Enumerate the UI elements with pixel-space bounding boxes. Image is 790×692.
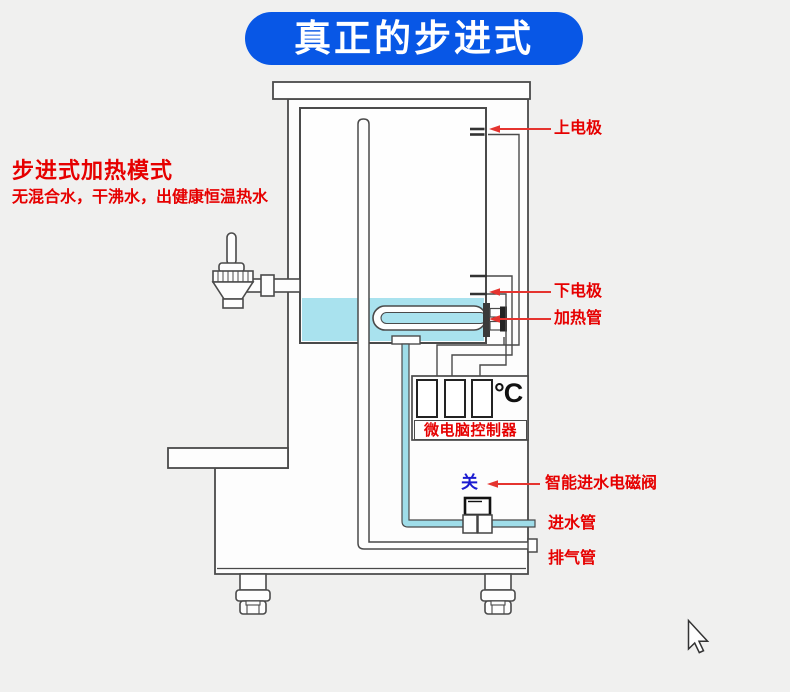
faucet-spout [222, 298, 244, 309]
electrodes [470, 127, 487, 296]
foot-right [480, 573, 516, 615]
label-inlet-pipe: 进水管 [548, 515, 597, 532]
machine-feet [235, 573, 516, 615]
label-lower-electrode: 下电极 [554, 283, 603, 300]
faucet [211, 232, 301, 309]
heating-mode-heading: 步进式加热模式 [12, 158, 174, 183]
label-arrows [487, 125, 551, 488]
arrow-inlet-valve [487, 480, 498, 488]
valve-state-indicator: 关 [461, 473, 478, 492]
inlet-water-pipe [401, 343, 536, 528]
temp-unit-label: °C [494, 378, 523, 408]
faucet-handle [226, 232, 237, 266]
display-window [471, 379, 493, 418]
page-title: 真正的步进式 [294, 18, 534, 59]
label-upper-electrode: 上电极 [554, 120, 603, 137]
label-inlet-valve: 智能进水电磁阀 [545, 475, 658, 492]
title-banner: 真正的步进式 [245, 12, 583, 65]
arrow-lower-electrode [489, 288, 500, 296]
arrow-heating-tube [489, 315, 500, 323]
mouse-cursor-icon [687, 618, 710, 654]
drip-shelf [167, 447, 289, 469]
label-heating-tube: 加热管 [554, 310, 603, 327]
exhaust-tube [357, 118, 538, 553]
heating-element [372, 303, 507, 337]
heater-flange [483, 303, 490, 337]
controller-nameplate: 微电脑控制器 [414, 420, 527, 440]
machine-lid [272, 81, 531, 100]
arrow-upper-electrode [489, 125, 500, 133]
solenoid-valve [462, 496, 493, 534]
tank-drain-fitting [391, 335, 421, 345]
label-exhaust-pipe: 排气管 [548, 550, 597, 567]
foot-left [235, 573, 271, 615]
display-window [444, 379, 466, 418]
display-window [416, 379, 438, 418]
heating-mode-subheading: 无混合水，干沸水，出健康恒温热水 [12, 189, 269, 206]
